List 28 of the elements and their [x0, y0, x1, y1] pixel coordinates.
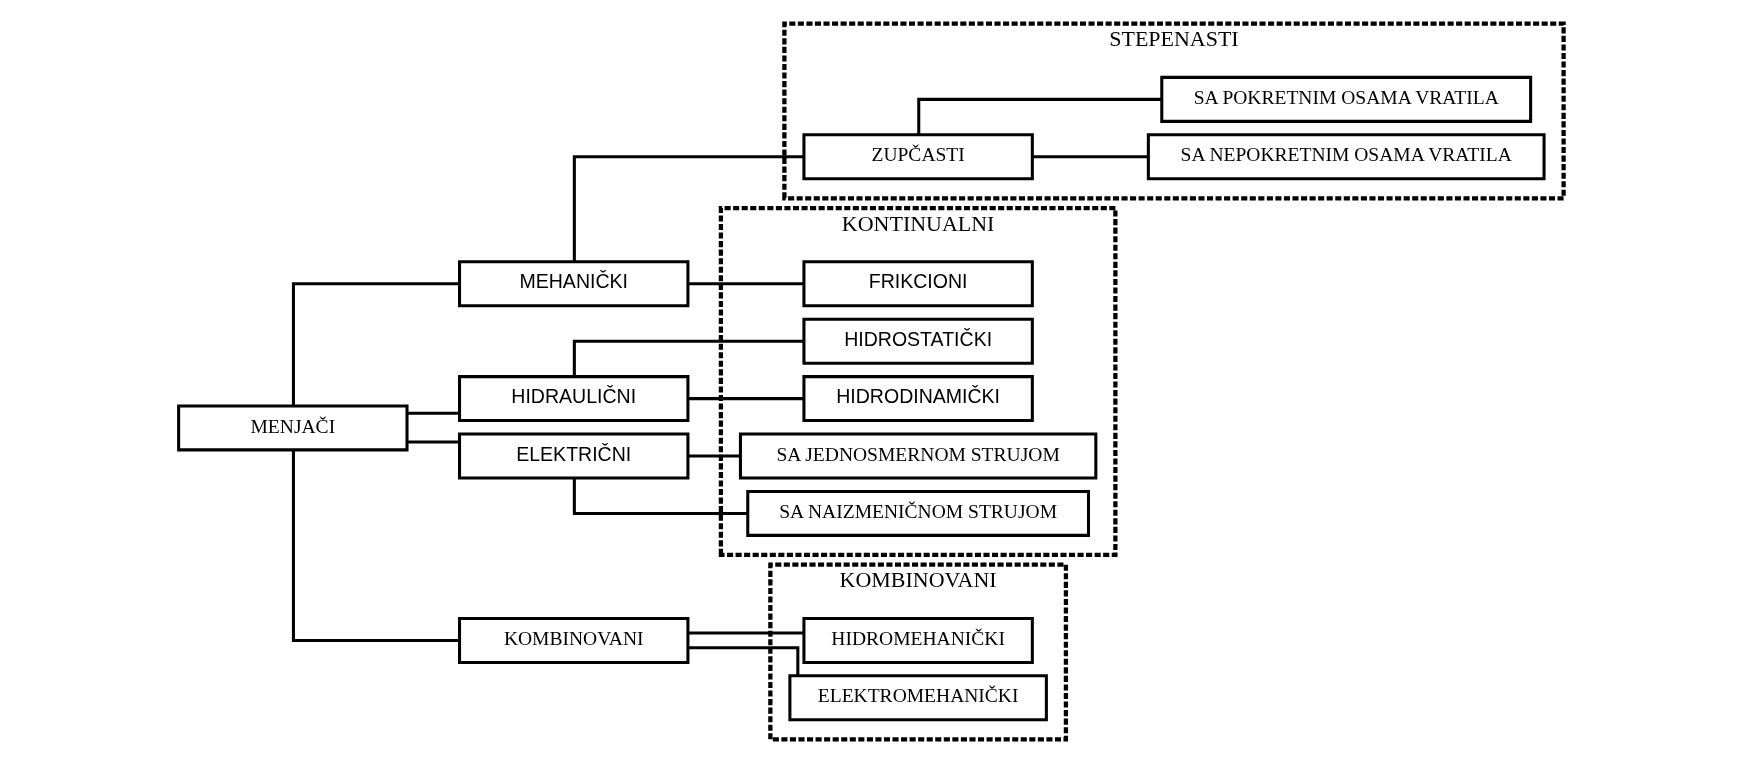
connector: [917, 97, 1162, 135]
node-box: SA NEPOKRETNIM OSAMA VRATILA: [1146, 132, 1546, 180]
connector: [572, 477, 748, 515]
node-box: ELEKTRIČNI: [458, 432, 690, 479]
node-box: KOMBINOVANI: [458, 616, 690, 664]
connector: [1032, 154, 1149, 158]
connector: [407, 439, 460, 443]
node-box: HIDRAULIČNI: [458, 374, 690, 422]
node-box: SA JEDNOSMERNOM STRUJOM: [738, 432, 1098, 479]
connector: [572, 339, 804, 377]
node-box: SA POKRETNIM OSAMA VRATILA: [1160, 75, 1533, 123]
connector: [687, 281, 804, 285]
connector: [407, 411, 460, 415]
connector: [291, 449, 460, 642]
node-box: ZUPČASTI: [802, 132, 1034, 180]
node-box: MENJAČI: [177, 403, 409, 451]
connector: [291, 281, 460, 406]
connector: [687, 453, 741, 458]
node-box: FRIKCIONI: [802, 259, 1034, 307]
node-box: SA NAIZMENIČNOM STRUJOM: [746, 489, 1091, 537]
connector: [687, 631, 804, 635]
connector: [572, 154, 804, 262]
node-box: ELEKTROMEHANIČKI: [788, 673, 1048, 721]
connector: [687, 396, 804, 400]
node-box: HIDROSTATIČKI: [802, 317, 1034, 365]
node-box: MEHANIČKI: [458, 259, 690, 307]
node-box: HIDRODINAMIČKI: [802, 374, 1034, 422]
node-box: HIDROMEHANIČKI: [802, 616, 1034, 664]
